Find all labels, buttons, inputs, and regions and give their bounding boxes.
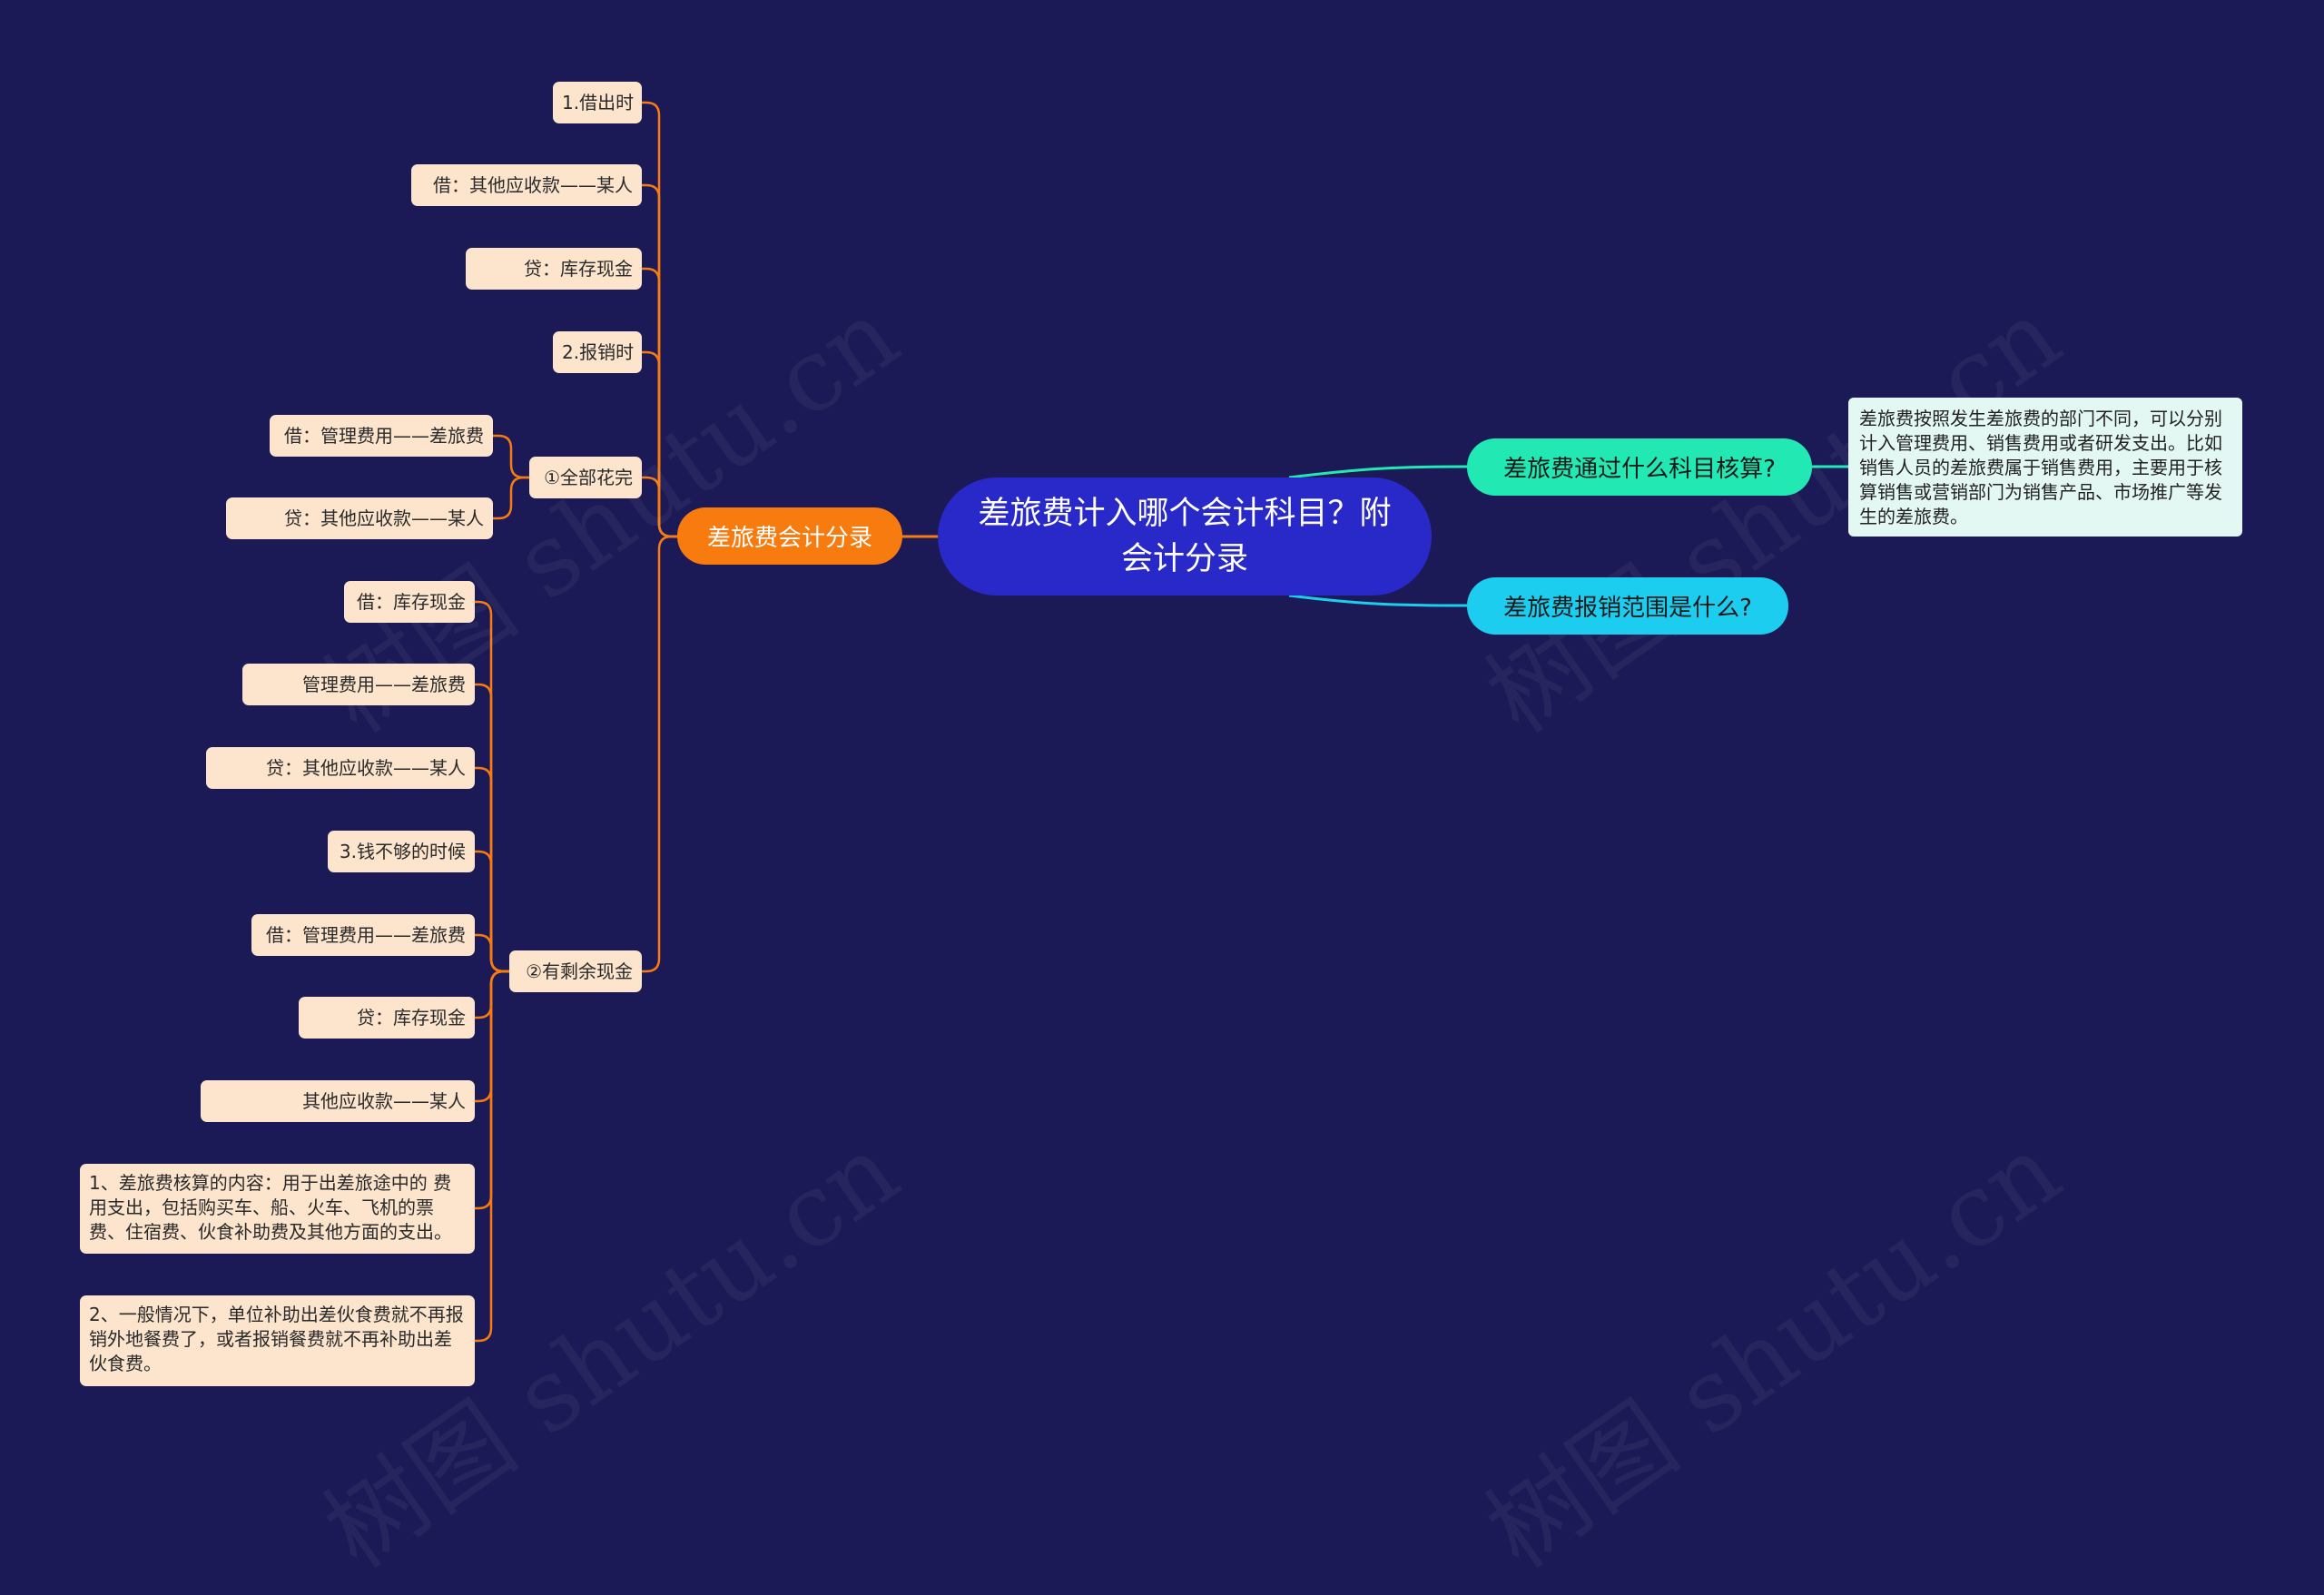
connector-line (475, 933, 509, 973)
cash-left[interactable]: ②有剩余现金 (509, 950, 642, 992)
entry-lend-debit[interactable]: 借：其他应收款——某人 (411, 164, 642, 206)
entry-lend-credit[interactable]: 贷：库存现金 (466, 248, 642, 290)
connector-line (1288, 594, 1468, 607)
branch-entries[interactable]: 差旅费会计分录 (677, 507, 902, 565)
branch-subject[interactable]: 差旅费通过什么科目核算? (1467, 438, 1812, 496)
root-topic[interactable]: 差旅费计入哪个会计科目？附会计分录 (938, 478, 1432, 596)
entry-lend[interactable]: 1.借出时 (553, 82, 642, 123)
cash-left-item[interactable]: 管理费用——差旅费 (242, 664, 475, 705)
cash-left-item[interactable]: 其他应收款——某人 (201, 1080, 475, 1122)
connector-line (642, 476, 677, 538)
spent-all[interactable]: ①全部花完 (529, 457, 642, 498)
spent-all-debit[interactable]: 借：管理费用——差旅费 (270, 415, 493, 457)
cash-left-item[interactable]: 借：管理费用——差旅费 (251, 914, 475, 956)
connector-line (493, 476, 529, 520)
branch-scope[interactable]: 差旅费报销范围是什么? (1467, 577, 1788, 635)
cash-left-item[interactable]: 贷：库存现金 (299, 997, 475, 1039)
cash-left-note[interactable]: 2、一般情况下，单位补助出差伙食费就不再报销外地餐费了，或者报销餐费就不再补助出… (80, 1295, 475, 1386)
cash-left-item[interactable]: 借：库存现金 (344, 581, 475, 623)
connector-line (642, 535, 677, 973)
mind-map: 树图 shutu.cn 树图 shutu.cn 树图 shutu.cn 树图 s… (80, 82, 2242, 1590)
connector-line (475, 970, 509, 1343)
spent-all-credit[interactable]: 贷：其他应收款——某人 (226, 497, 493, 539)
subject-note[interactable]: 差旅费按照发生差旅费的部门不同，可以分别计入管理费用、销售费用或者研发支出。比如… (1848, 398, 2242, 537)
cash-left-note[interactable]: 1、差旅费核算的内容：用于出差旅途中的 费用支出，包括购买车、船、火车、飞机的票… (80, 1164, 475, 1254)
connector-line (493, 434, 529, 479)
connector-lines (475, 101, 1848, 1343)
cash-left-item[interactable]: 3.钱不够的时候 (328, 831, 475, 872)
connector-line (1288, 465, 1468, 479)
entry-reimburse[interactable]: 2.报销时 (553, 331, 642, 373)
cash-left-item[interactable]: 贷：其他应收款——某人 (206, 747, 475, 789)
